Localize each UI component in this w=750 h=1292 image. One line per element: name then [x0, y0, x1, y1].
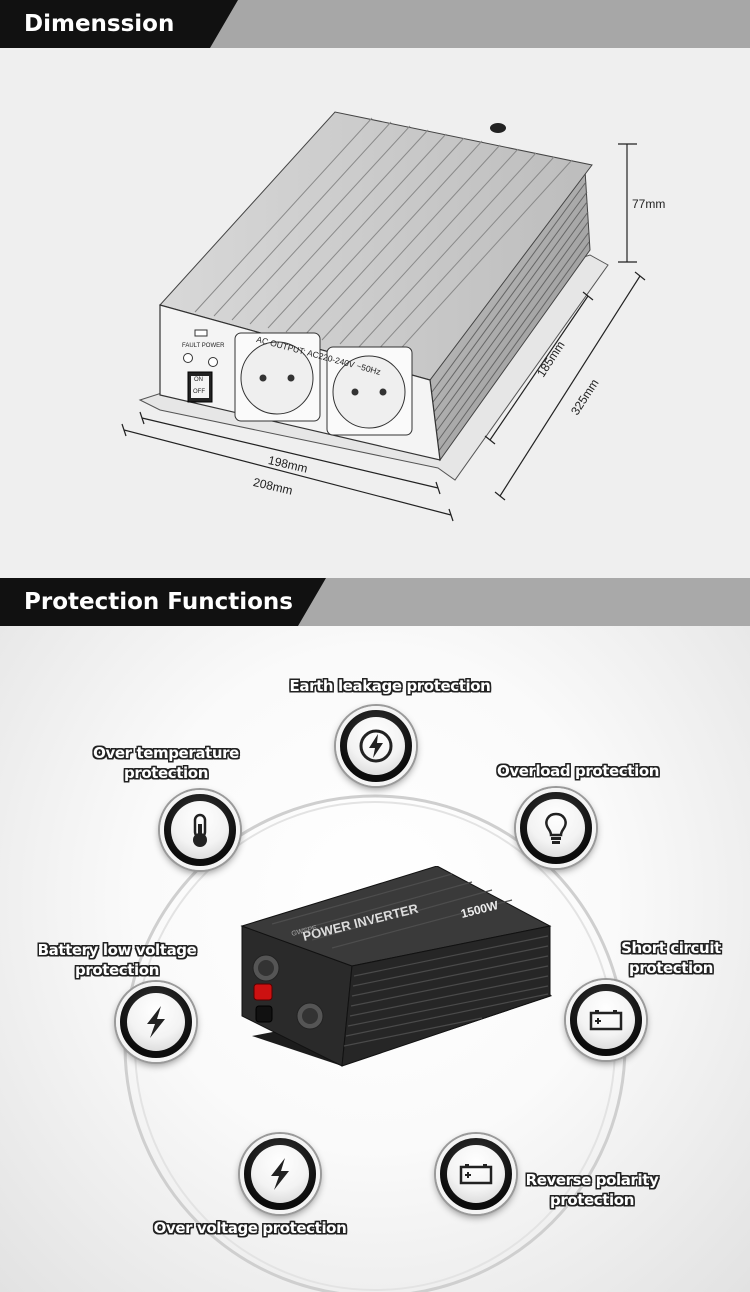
short-circuit-label: Short circuit protection	[621, 939, 721, 977]
switch-off-label: OFF	[193, 389, 205, 395]
fault-power-label: FAULT POWER	[182, 343, 225, 349]
battery-icon	[459, 1164, 493, 1185]
short-circuit-bubble	[566, 980, 646, 1060]
over-voltage-label: Over voltage protection	[153, 1219, 347, 1237]
earth-leakage-icon	[359, 729, 393, 763]
dimension-section: Dimenssion	[0, 0, 750, 578]
battery-icon	[589, 1010, 623, 1031]
lightning-icon	[271, 1158, 289, 1190]
protection-section: Protection Functions POWER INVERTER GWSP…	[0, 578, 750, 1292]
inverter-product-image: POWER INVERTER GWSPE 1500W	[240, 866, 552, 1067]
lightbulb-icon	[545, 812, 567, 844]
switch-on-label: ON	[194, 377, 203, 383]
over-temperature-bubble	[160, 790, 240, 870]
inverter-line-drawing	[121, 111, 646, 522]
overload-bubble	[516, 788, 596, 868]
earth-leakage-label: Earth leakage protection	[289, 677, 491, 695]
reverse-polarity-bubble	[436, 1134, 516, 1214]
over-temperature-label: Over temperature protection	[93, 744, 239, 782]
overload-label: Overload protection	[497, 762, 659, 780]
lightning-icon	[147, 1006, 165, 1038]
reverse-polarity-label: Reverse polarity protection	[525, 1171, 659, 1209]
over-voltage-bubble	[240, 1134, 320, 1214]
protection-title: Protection Functions	[0, 578, 326, 626]
height-measurement: 77mm	[632, 197, 666, 211]
battery-low-voltage-label: Battery low voltage protection	[37, 941, 197, 979]
dimension-title: Dimenssion	[0, 0, 238, 48]
battery-low-voltage-bubble	[116, 982, 196, 1062]
thermometer-icon	[193, 813, 207, 847]
earth-leakage-bubble	[336, 706, 416, 786]
